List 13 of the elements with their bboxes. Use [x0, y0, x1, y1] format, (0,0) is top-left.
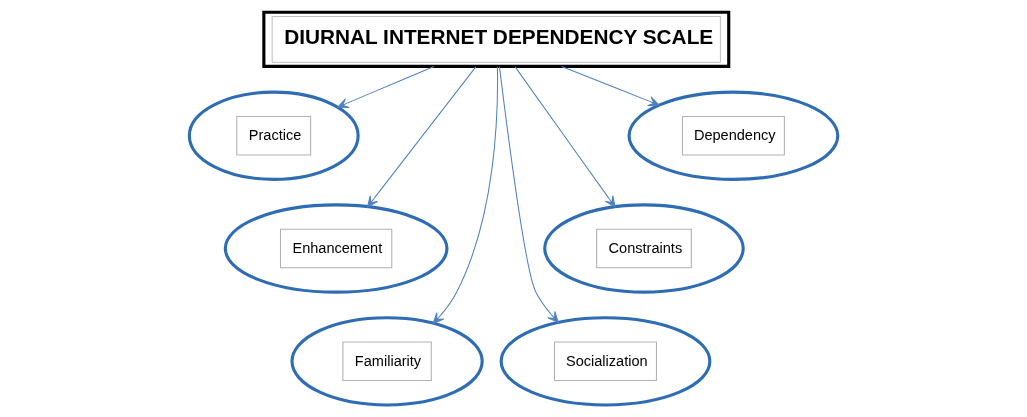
node-ellipse: Constraints: [543, 203, 745, 294]
node-ellipse: Practice: [187, 90, 360, 181]
node-ellipse: Familiarity: [290, 316, 484, 407]
node-ellipse: Dependency: [627, 90, 840, 181]
node-box: DIURNAL INTERNET DEPENDENCY SCALE: [262, 10, 731, 68]
arrow: [514, 66, 616, 208]
arrow: [561, 65, 660, 107]
arrow: [498, 66, 559, 323]
node-ellipse: Enhancement: [223, 203, 449, 294]
arrow: [367, 66, 477, 208]
arrow: [337, 65, 435, 108]
node-ellipse: Socialization: [499, 316, 712, 407]
arrow: [432, 66, 499, 324]
